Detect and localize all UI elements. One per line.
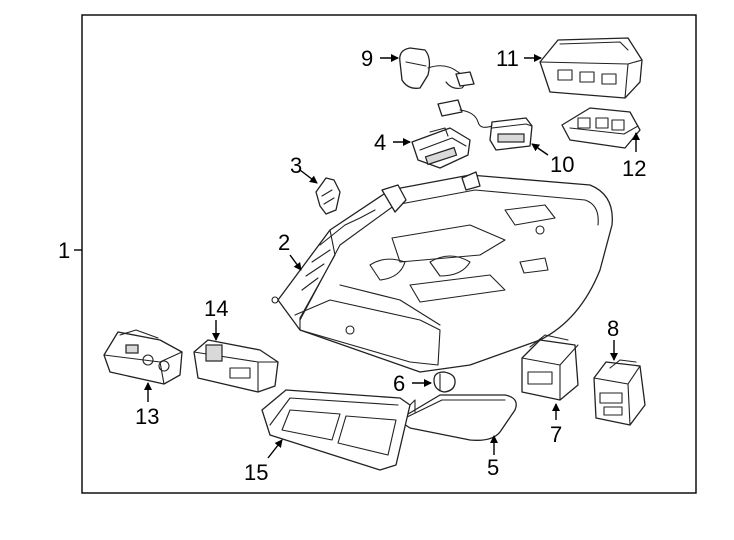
control-module-part [539, 37, 643, 99]
module-with-cable-part [437, 99, 533, 151]
switch-housing-part [193, 339, 279, 393]
harness-connector-part [399, 47, 475, 89]
callout-2: 2 [278, 230, 290, 255]
lens-cover-part [397, 394, 517, 441]
callout-2-leader [289, 254, 302, 271]
diagram-frame [81, 14, 697, 494]
callout-12: 12 [622, 156, 646, 181]
clip-part [315, 177, 341, 215]
callout-15: 15 [244, 460, 268, 485]
callout-10-leader [531, 143, 549, 156]
callout-7: 7 [550, 422, 562, 447]
console-housing-part [271, 171, 613, 373]
callout-13: 13 [135, 404, 159, 429]
callout-5: 5 [487, 455, 499, 480]
switch-panel-part [561, 107, 641, 149]
bezel-part [261, 389, 411, 471]
callout-8: 8 [607, 316, 619, 341]
callout-10: 10 [550, 152, 574, 177]
callout-3-leader [299, 169, 318, 184]
callout-14: 14 [204, 296, 228, 321]
sensor-part [411, 127, 471, 169]
bulb-part [433, 371, 456, 393]
callout-3: 3 [290, 153, 302, 178]
callout-9: 9 [361, 46, 373, 71]
switch-bank-part [103, 329, 183, 385]
callout-4: 4 [374, 130, 386, 155]
switch-part [521, 334, 579, 401]
callout-1: 1 [58, 238, 70, 263]
callout-11: 11 [496, 46, 519, 71]
callout-15-leader [267, 439, 283, 459]
switch-module-part [593, 359, 646, 426]
callout-6: 6 [393, 371, 405, 396]
